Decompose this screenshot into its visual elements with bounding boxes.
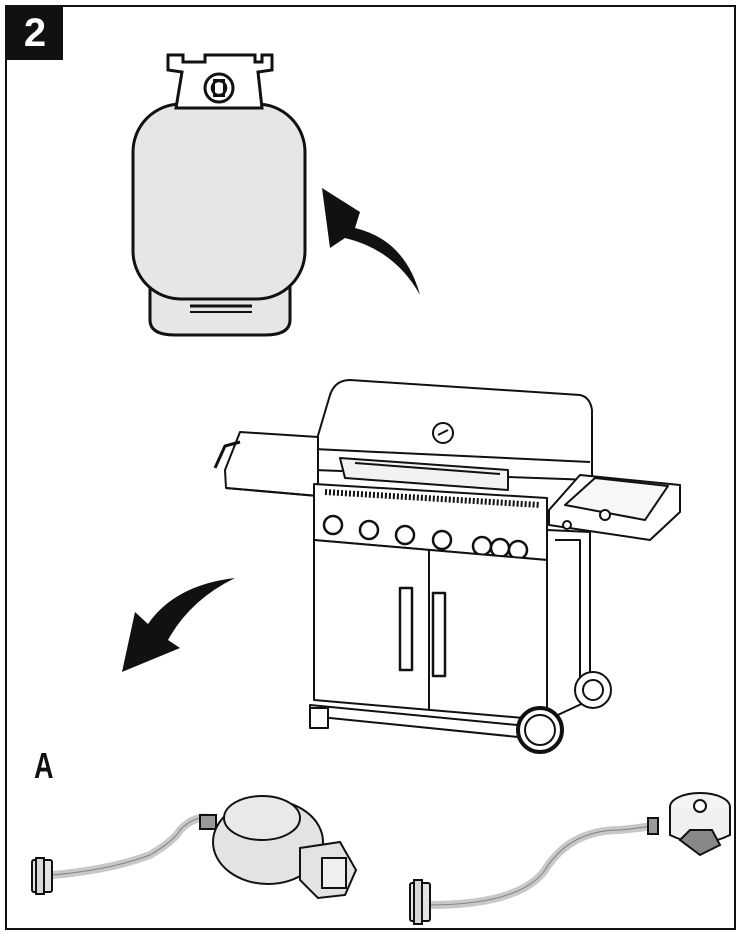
step-number-badge: 2	[7, 7, 63, 60]
gas-cylinder-icon	[131, 53, 307, 337]
curved-arrow-down-icon	[122, 578, 235, 672]
section-label: A	[34, 745, 54, 786]
gas-regulator-icon	[409, 792, 731, 925]
illustration-frame	[5, 5, 736, 930]
curved-arrow-up-icon	[322, 188, 420, 295]
gas-regulator-icon	[31, 795, 358, 900]
gas-grill-icon	[213, 379, 681, 754]
